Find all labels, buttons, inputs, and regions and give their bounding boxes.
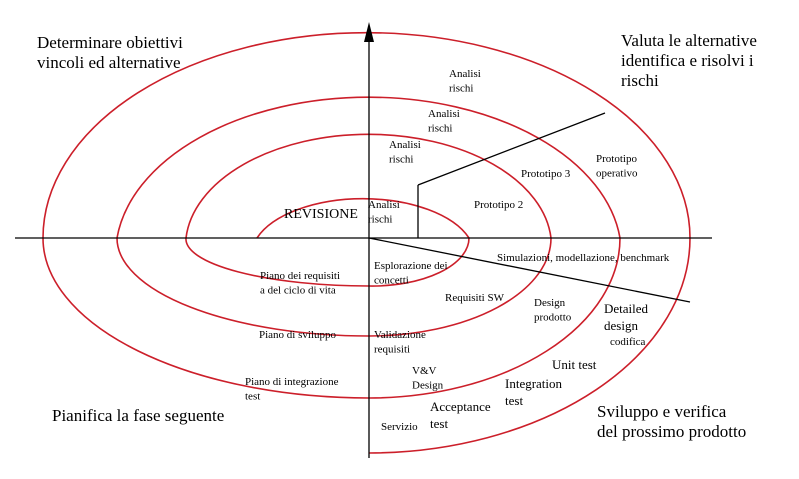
plan-label: Piano di sviluppo [259,329,337,341]
quadrant-title-bottom-left: Pianifica la fase seguente [52,406,225,425]
simulation-label: Simulazioni, modellazione, benchmark [497,252,670,264]
spiral-loop-1 [256,197,470,287]
quadrant-title-top-right: Valuta le alternative identifica e risol… [621,31,757,90]
service-label: Servizio [381,421,418,433]
quadrant-title-top-left: Determinare obiettivi vincoli ed alterna… [37,33,183,72]
center-label: REVISIONE [284,207,358,222]
bottom-right-divider [368,237,691,303]
quadrant-title-bottom-right: Sviluppo e verifica del prossimo prodott… [597,402,747,441]
axes [15,42,712,458]
coding-label: codifica [610,336,646,348]
requirements-sw-label: Requisiti SW [445,292,505,304]
spiral [42,31,691,454]
prototype-label: Prototipo 2 [474,199,523,211]
unit-test-label: Unit test [552,357,597,372]
vertical-axis-arrowhead [364,22,374,42]
top-right-divider [417,112,606,186]
prototype-label: Prototipo 3 [521,168,571,180]
spiral-loop-4 [42,31,691,454]
